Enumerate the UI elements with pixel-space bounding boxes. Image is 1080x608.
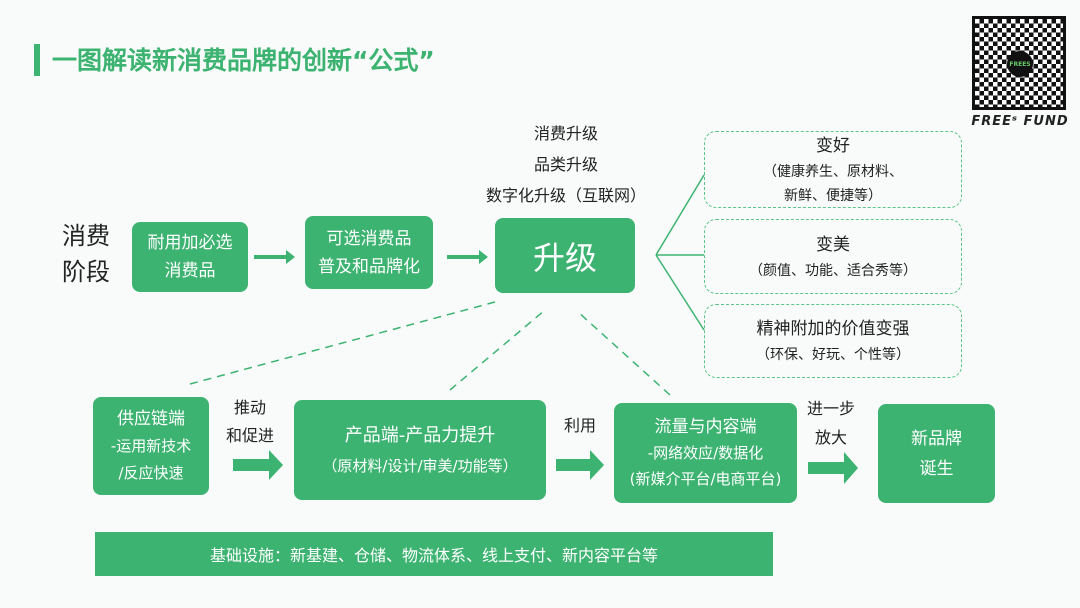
note: 数字化升级（互联网）	[485, 186, 646, 205]
box-new-brand: 新品牌诞生	[878, 404, 995, 503]
box-text: 普及和品牌化	[318, 256, 420, 277]
outcome-desc: 新鲜、便捷等）	[784, 187, 882, 204]
link-text: 进一步	[806, 399, 855, 418]
arrow-icon	[254, 250, 295, 264]
upgrade-notes: 消费升级 品类升级 数字化升级（互联网）	[446, 118, 686, 211]
arrow-icon	[556, 450, 604, 480]
arrow-icon	[808, 452, 858, 484]
box-optional-goods: 可选消费品普及和品牌化	[305, 216, 433, 289]
outcome-title: 变美	[816, 234, 850, 255]
box-supply-chain: 供应链端 -运用新技术 /反应快速	[93, 397, 209, 495]
box-text: 产品端-产品力提升	[344, 425, 496, 446]
link-label-use: 利用	[563, 416, 596, 435]
title-bar-accent	[34, 44, 40, 76]
box-text: 耐用加必选	[147, 233, 233, 253]
box-upgrade: 升级	[495, 218, 635, 293]
qr-logo: FREES	[1007, 51, 1033, 77]
outcome-better: 变好 （健康养生、原材料、 新鲜、便捷等）	[704, 131, 962, 208]
box-text: 流量与内容端	[654, 417, 757, 437]
note: 品类升级	[533, 155, 598, 174]
qr-code: FREES	[972, 16, 1066, 110]
outcome-desc: （颜值、功能、适合秀等）	[749, 262, 917, 279]
branch-line	[655, 174, 705, 331]
link-label-drive: 推动和促进	[214, 394, 286, 450]
box-text: 可选消费品	[326, 228, 412, 249]
page-title: 一图解读新消费品牌的创新“公式”	[52, 46, 435, 75]
outcome-title: 精神附加的价值变强	[756, 319, 910, 339]
outcome-beautiful: 变美 （颜值、功能、适合秀等）	[704, 219, 962, 294]
link-text: 推动	[233, 398, 266, 417]
arrow-icon	[233, 450, 283, 480]
box-traffic-content: 流量与内容端 -网络效应/数据化 (新媒介平台/电商平台)	[614, 403, 797, 503]
arrow-icon	[447, 250, 488, 264]
stage-label: 消费 阶段	[62, 218, 110, 290]
link-text: 放大	[814, 428, 847, 447]
stage-label-line: 消费	[62, 222, 110, 250]
link-label-amplify: 进一步放大	[798, 394, 864, 452]
outcome-desc: （健康养生、原材料、	[763, 163, 903, 180]
brand-logo-text: FREEˢ FUND	[971, 114, 1069, 129]
box-text: /反应快速	[118, 463, 184, 482]
box-text: 新品牌	[911, 428, 962, 449]
box-text: 消费品	[164, 261, 216, 281]
box-text: (新媒介平台/电商平台)	[629, 470, 782, 488]
box-text: -运用新技术	[110, 436, 192, 455]
stage-label-line: 阶段	[62, 258, 110, 286]
dashed-line	[189, 301, 671, 396]
link-text: 和促进	[225, 426, 274, 445]
outcome-spiritual: 精神附加的价值变强 （环保、好玩、个性等）	[704, 304, 962, 378]
box-text: 诞生	[919, 458, 954, 479]
box-product: 产品端-产品力提升 （原材料/设计/审美/功能等）	[294, 400, 546, 500]
box-text: -网络效应/数据化	[647, 444, 764, 462]
note: 消费升级	[533, 124, 598, 143]
outcome-desc: （环保、好玩、个性等）	[756, 347, 910, 363]
infrastructure-bar: 基础设施：新基建、仓储、物流体系、线上支付、新内容平台等	[95, 532, 773, 576]
box-text: 供应链端	[117, 408, 185, 429]
box-text: （原材料/设计/审美/功能等）	[322, 457, 518, 475]
outcome-title: 变好	[816, 135, 850, 156]
box-durable-goods: 耐用加必选消费品	[132, 222, 248, 292]
